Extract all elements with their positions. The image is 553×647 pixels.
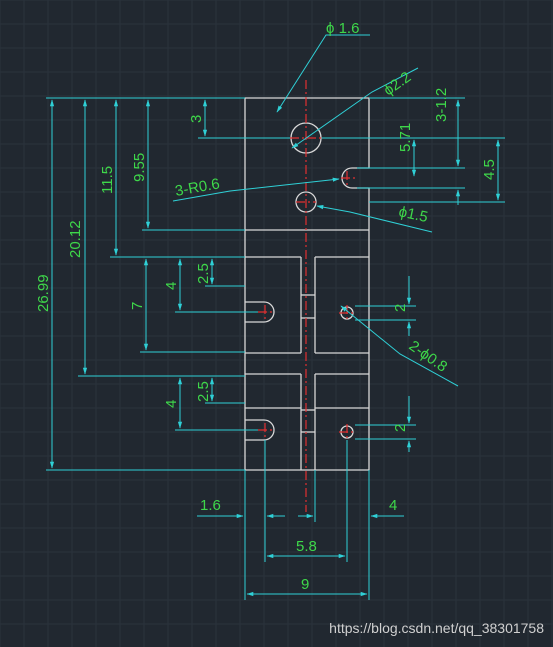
dim-4-bottom: 4 xyxy=(389,497,397,514)
dim-2-a: 2 xyxy=(392,304,409,312)
dim-7: 7 xyxy=(129,302,146,310)
dim-4-a: 4 xyxy=(163,282,180,290)
dim-2-5-a: 2.5 xyxy=(195,263,212,284)
dim-26-99: 26.99 xyxy=(35,274,52,312)
dim-phi-1-6: ϕ 1.6 xyxy=(326,20,359,37)
dim-phi-2-2: ϕ2.2 xyxy=(381,69,415,100)
dim-4-b: 4 xyxy=(163,400,180,408)
left-notch-upper xyxy=(245,301,275,323)
dim-9: 9 xyxy=(301,576,309,593)
dim-3-1-2: 3-1.2 xyxy=(433,88,450,122)
dimension-texts: ϕ 1.6 ϕ2.2 3-1.2 5.71 4.5 3 9.55 11.5 20… xyxy=(35,20,498,593)
watermark-text: https://blog.csdn.net/qq_38301758 xyxy=(329,620,544,636)
dim-1-6: 1.6 xyxy=(200,497,221,514)
dim-20-12: 20.12 xyxy=(67,220,84,258)
dim-5-71: 5.71 xyxy=(397,123,414,152)
dimension-lines xyxy=(46,34,505,600)
center-lines xyxy=(258,80,357,512)
dim-5-8: 5.8 xyxy=(296,538,317,555)
dim-9-55: 9.55 xyxy=(131,153,148,182)
dim-2-b: 2 xyxy=(392,424,409,432)
dim-11-5: 11.5 xyxy=(99,166,116,194)
left-notch-lower xyxy=(245,419,275,441)
dim-3-top: 3 xyxy=(188,115,205,123)
dim-3-r0-6: 3-R0.6 xyxy=(174,175,221,200)
dim-2-5-b: 2.5 xyxy=(195,381,212,402)
dim-phi-1-5: ϕ1.5 xyxy=(397,203,429,226)
dim-4-5: 4.5 xyxy=(481,159,498,180)
